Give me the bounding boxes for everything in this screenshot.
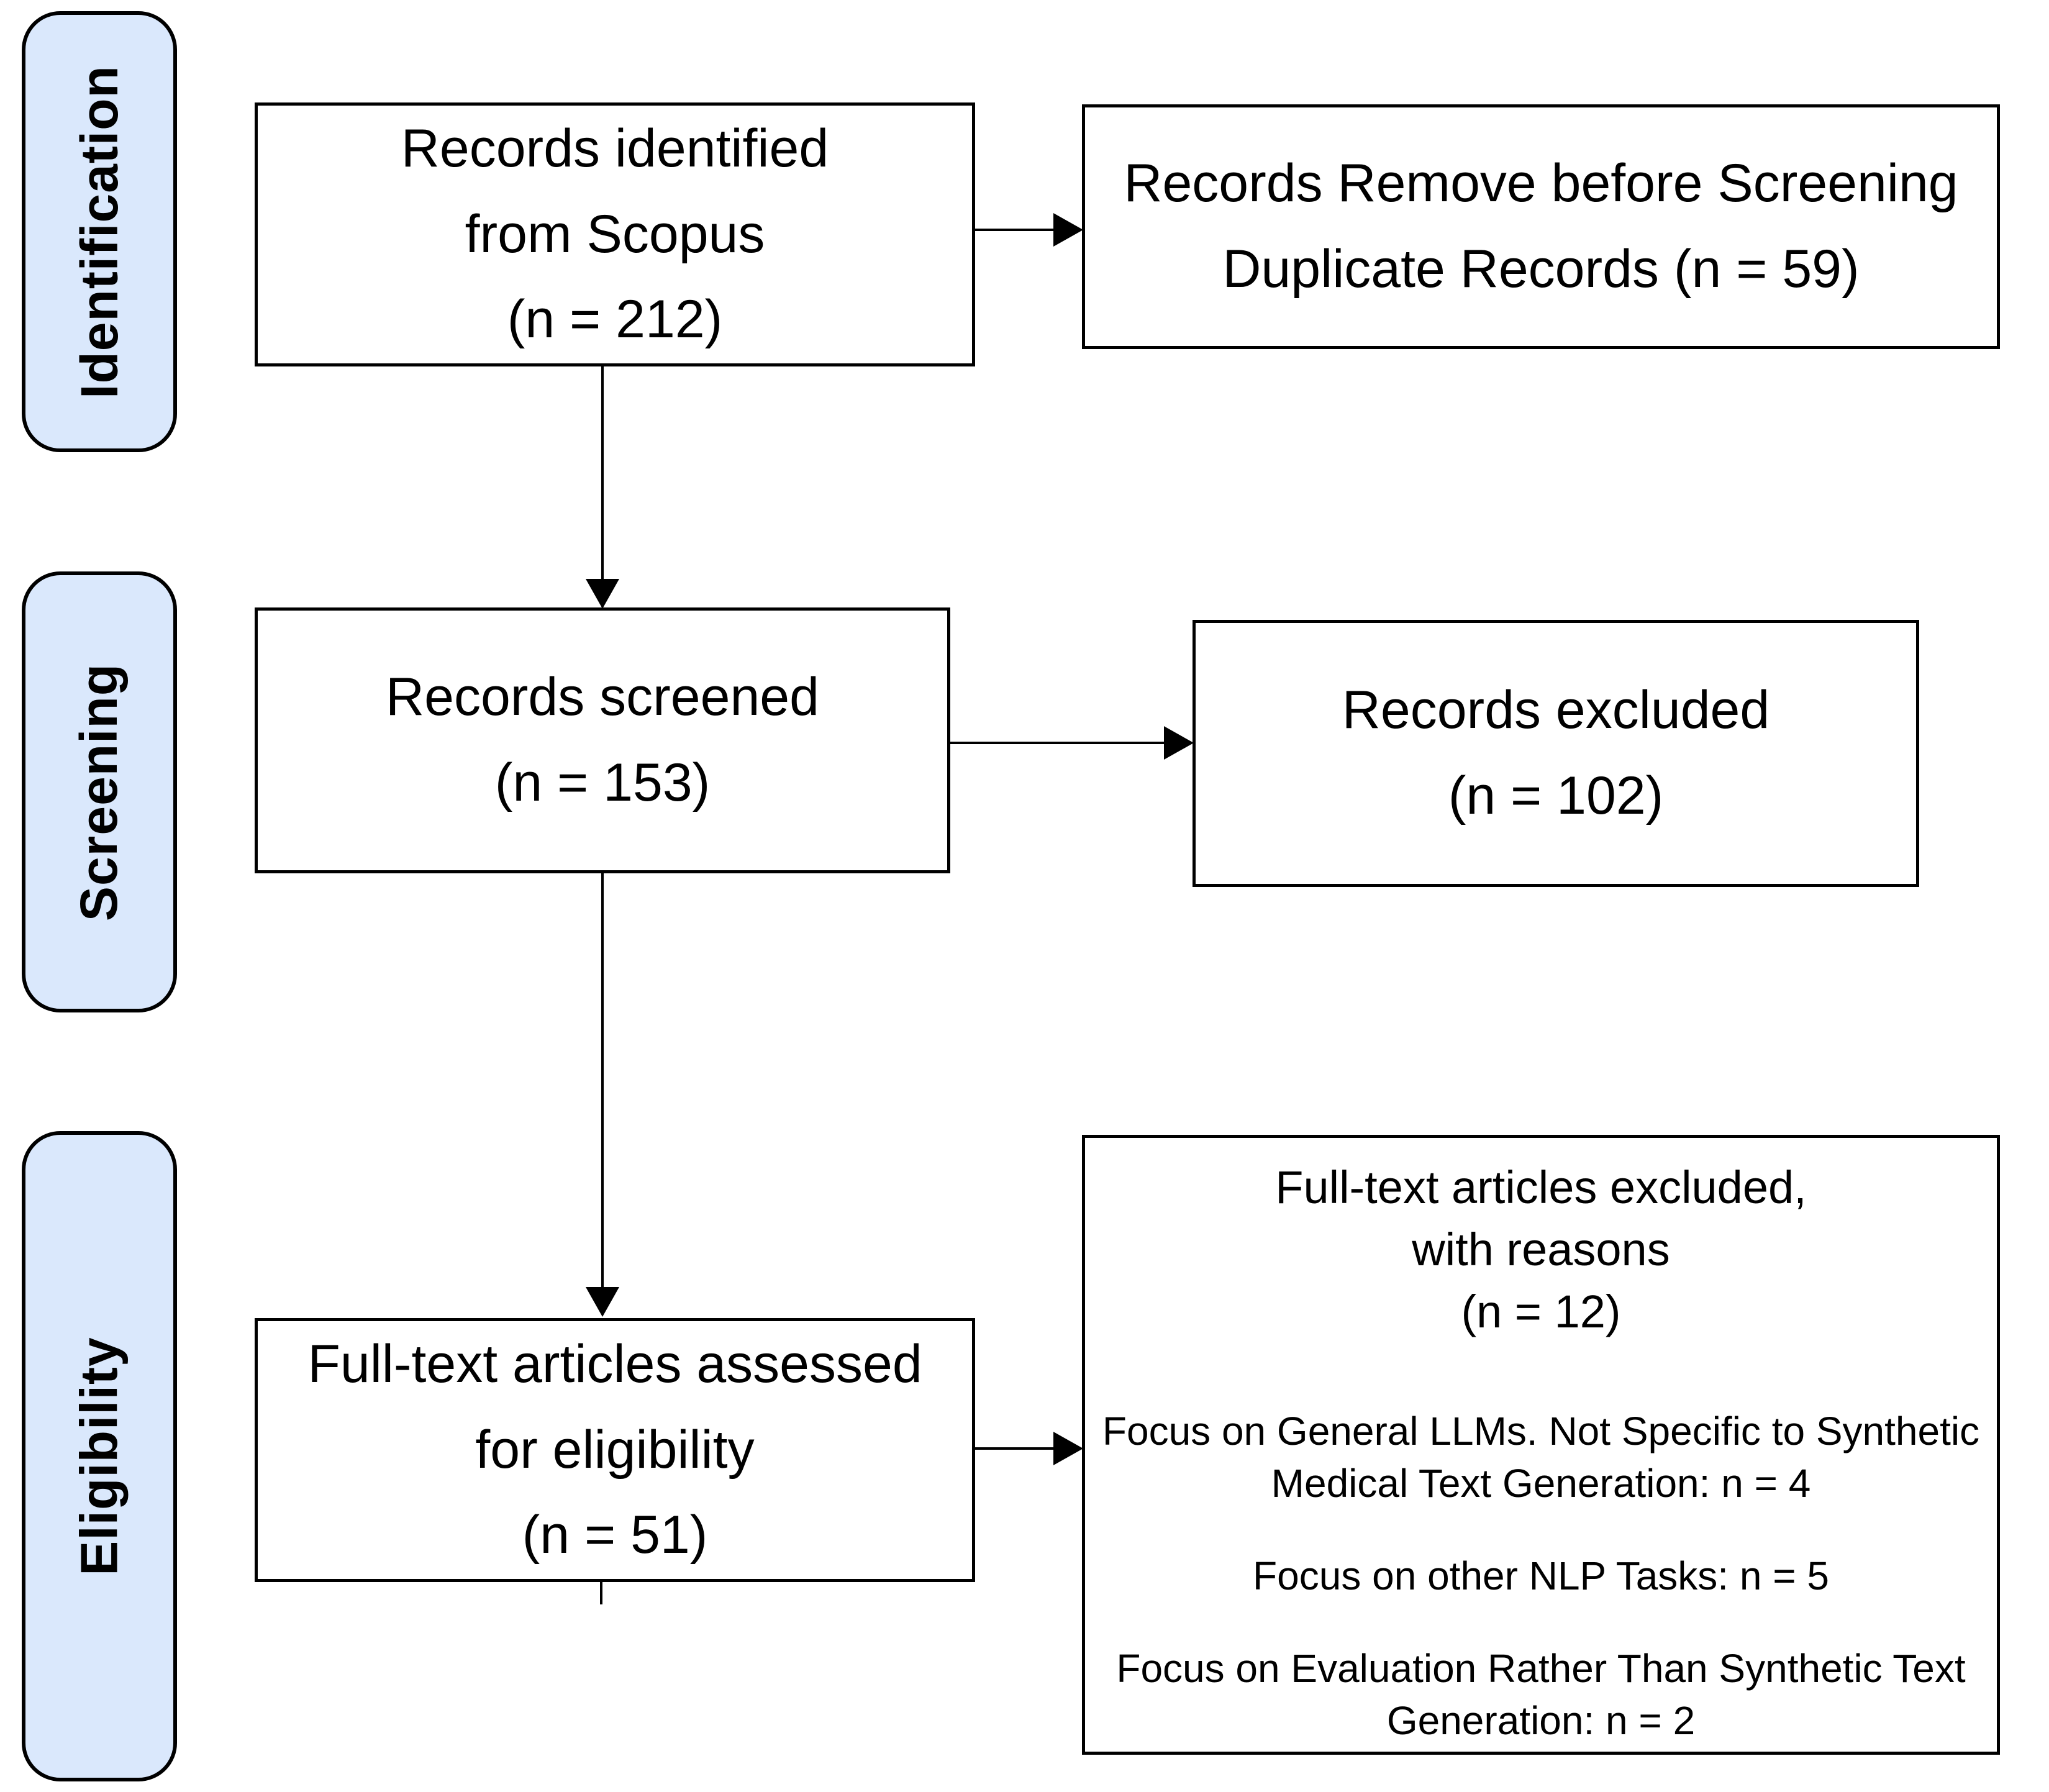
fulltext-excluded-title-line1: Full-text articles excluded, (1275, 1162, 1807, 1213)
stage-screening-label: Screening (70, 663, 129, 921)
records-excluded-line1: Records excluded (1342, 680, 1770, 740)
records-identified-line2: from Scopus (465, 204, 765, 264)
fulltext-assessed-line1: Full-text articles assessed (307, 1334, 922, 1394)
arrow-identified-to-removed-line (975, 229, 1057, 231)
fulltext-excluded-title: Full-text articles excluded, with reason… (1275, 1157, 1806, 1343)
fulltext-assessed-line2: for eligibility (475, 1419, 755, 1480)
stage-identification: Identification (22, 11, 177, 452)
records-screened-line2: (n = 153) (494, 753, 711, 812)
fulltext-excluded-reason-1: Focus on General LLMs. Not Specific to S… (1102, 1409, 1980, 1506)
fulltext-excluded-reason-2: Focus on other NLP Tasks: n = 5 (1253, 1553, 1829, 1598)
arrow-identified-to-screened-arrowhead-icon (586, 579, 619, 609)
arrow-screened-to-assessed-line (601, 873, 604, 1289)
box-fulltext-assessed: Full-text articles assessed for eligibil… (255, 1318, 975, 1582)
arrow-screened-to-excluded-arrowhead-icon (1164, 726, 1194, 760)
records-identified-line1: Records identified (401, 119, 829, 179)
stage-eligibility-label: Eligibility (70, 1337, 129, 1576)
stage-screening: Screening (22, 571, 177, 1012)
records-screened-line1: Records screened (386, 667, 819, 727)
records-removed-line1: Records Remove before Screening (1124, 153, 1958, 214)
fulltext-excluded-reason-3: Focus on Evaluation Rather Than Syntheti… (1116, 1646, 1966, 1743)
records-excluded-line2: (n = 102) (1448, 766, 1664, 826)
fulltext-assessed-line3: (n = 51) (522, 1505, 708, 1565)
stage-eligibility: Eligibility (22, 1131, 177, 1781)
box-records-removed: Records Remove before Screening Duplicat… (1082, 104, 2000, 349)
box-fulltext-excluded: Full-text articles excluded, with reason… (1082, 1135, 2000, 1755)
fulltext-excluded-title-line2: with reasons (1412, 1224, 1670, 1275)
fulltext-excluded-title-line3: (n = 12) (1461, 1286, 1621, 1337)
arrow-screened-to-assessed-arrowhead-icon (586, 1287, 619, 1317)
arrow-identified-to-removed-arrowhead-icon (1053, 213, 1083, 247)
records-removed-line2: Duplicate Records (n = 59) (1222, 239, 1860, 299)
arrow-identified-to-screened-line (601, 366, 604, 581)
box-records-screened: Records screened (n = 153) (255, 607, 950, 873)
stage-identification-label: Identification (70, 65, 129, 399)
arrow-assessed-to-excluded-arrowhead-icon (1053, 1432, 1083, 1465)
stub-line-below-assessed (600, 1582, 602, 1604)
box-records-excluded: Records excluded (n = 102) (1193, 620, 1919, 887)
arrow-screened-to-excluded-line (950, 742, 1165, 744)
arrow-assessed-to-excluded-line (975, 1447, 1057, 1450)
box-records-identified: Records identified from Scopus (n = 212) (255, 102, 975, 366)
records-identified-line3: (n = 212) (507, 289, 723, 350)
